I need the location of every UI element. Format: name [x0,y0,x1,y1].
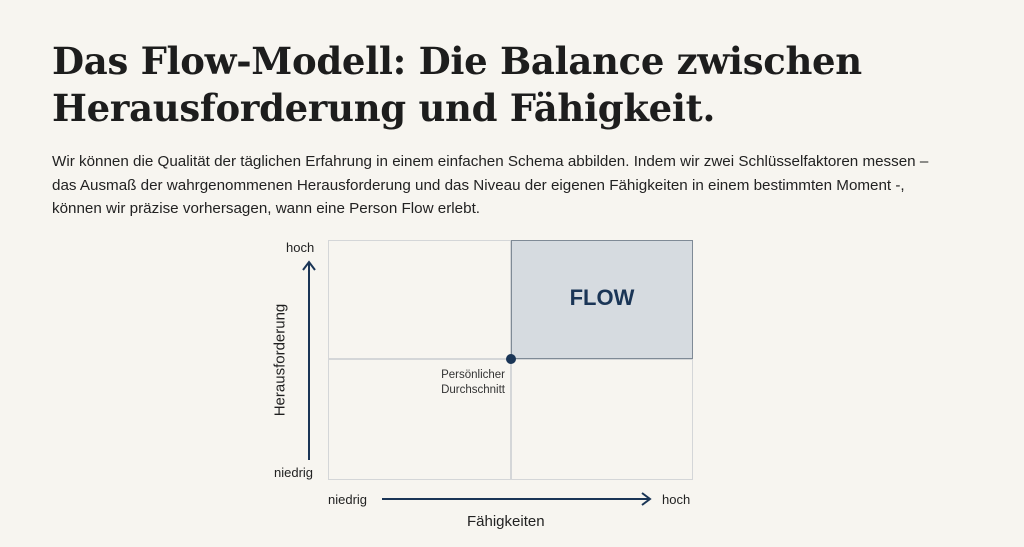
x-axis-high-label: hoch [662,492,691,507]
x-axis-title: Fähigkeiten [467,513,545,530]
flow-quadrant: FLOW [511,240,693,359]
y-axis-title: Herausforderung [271,303,289,417]
average-label-line1: Persönlicher [441,369,505,381]
flow-label: FLOW [569,284,635,310]
intro-paragraph: Wir können die Qualität der täglichen Er… [52,153,929,217]
page-title: Das Flow-Modell: Die Balance zwischen He… [52,39,862,130]
average-label: Persönlicher Durchschnitt [400,368,505,398]
y-axis-arrow-icon [302,260,316,460]
x-axis-low-label: niedrig [328,492,368,507]
average-label-line2: Durchschnitt [441,384,505,396]
x-axis-arrow-icon [382,492,652,506]
y-axis-high-label: hoch [286,240,315,255]
average-point [506,354,516,364]
y-axis-low-label: niedrig [274,465,314,480]
